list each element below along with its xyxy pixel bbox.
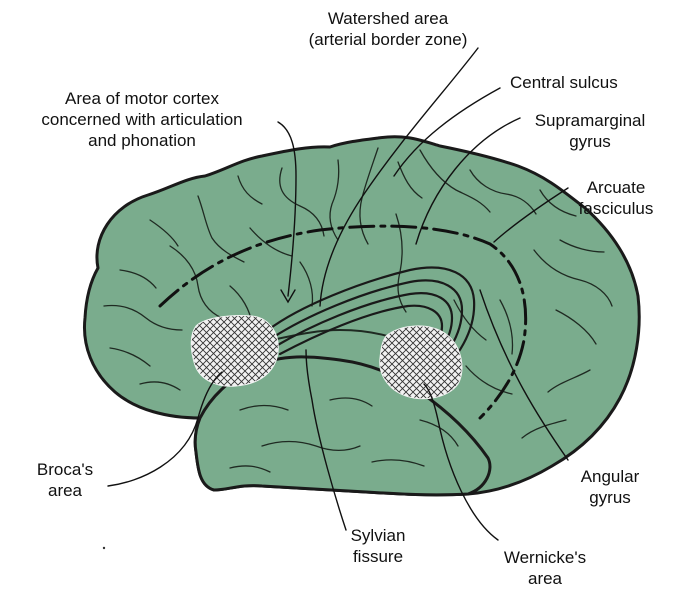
- label-line: fasciculus: [566, 198, 666, 219]
- broca-area-patch: [191, 315, 278, 386]
- label-line: concerned with articulation: [4, 109, 280, 130]
- label-line: Supramarginal: [520, 110, 660, 131]
- label-line: Broca's: [20, 459, 110, 480]
- label-motor-cortex: Area of motor cortex concerned with arti…: [4, 88, 280, 151]
- label-line: Area of motor cortex: [4, 88, 280, 109]
- label-line: (arterial border zone): [278, 29, 498, 50]
- label-line: Central sulcus: [510, 72, 618, 93]
- label-line: Wernicke's: [490, 547, 600, 568]
- label-arcuate-fasciculus: Arcuate fasciculus: [566, 177, 666, 219]
- label-line: gyrus: [520, 131, 660, 152]
- label-angular-gyrus: Angular gyrus: [562, 466, 658, 508]
- label-watershed-area: Watershed area (arterial border zone): [278, 8, 498, 50]
- label-line: Arcuate: [566, 177, 666, 198]
- label-line: fissure: [330, 546, 426, 567]
- label-wernicke-area: Wernicke's area: [490, 547, 600, 589]
- label-line: and phonation: [4, 130, 280, 151]
- label-line: gyrus: [562, 487, 658, 508]
- label-line: area: [490, 568, 600, 589]
- label-line: Sylvian: [330, 525, 426, 546]
- label-line: area: [20, 480, 110, 501]
- label-supramarginal-gyrus: Supramarginal gyrus: [520, 110, 660, 152]
- label-broca-area: Broca's area: [20, 459, 110, 501]
- label-central-sulcus: Central sulcus: [510, 72, 618, 93]
- label-line: Angular: [562, 466, 658, 487]
- label-sylvian-fissure: Sylvian fissure: [330, 525, 426, 567]
- wernicke-area-patch: [380, 326, 462, 399]
- speck: [103, 547, 105, 549]
- label-line: Watershed area: [278, 8, 498, 29]
